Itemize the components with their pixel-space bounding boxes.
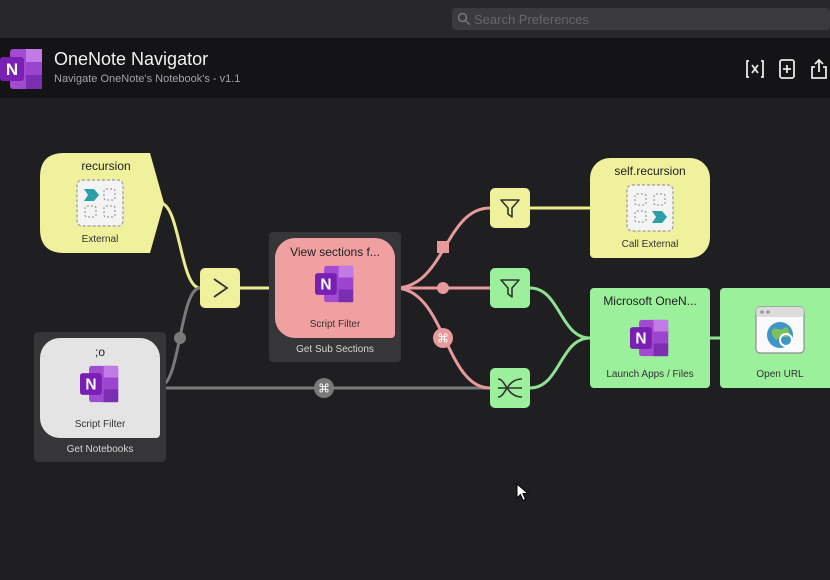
wire-recursion-to-arg bbox=[159, 201, 201, 290]
arg-vars-utility[interactable] bbox=[200, 268, 240, 308]
self-recursion-call-external[interactable]: self.recursion Call External bbox=[590, 158, 710, 258]
filter-icon bbox=[500, 199, 520, 218]
script-filter-body: ;o N Script Filter bbox=[40, 338, 160, 438]
script-filter-body: View sections f... N Script Filter bbox=[275, 238, 395, 338]
onenote-icon: N bbox=[630, 319, 669, 357]
get-sub-sections-script-filter[interactable]: View sections f... N Script Filter Get S… bbox=[269, 232, 401, 362]
svg-text:N: N bbox=[6, 60, 18, 79]
svg-text:N: N bbox=[635, 330, 646, 347]
node-type: External bbox=[81, 234, 119, 245]
search-box[interactable] bbox=[452, 8, 830, 30]
workflow-subtitle: Navigate OneNote's Notebook's - v1.1 bbox=[54, 73, 241, 85]
connector-square-red bbox=[437, 241, 449, 253]
onenote-icon: N bbox=[0, 49, 42, 89]
wire-filter-middle-to-launch bbox=[529, 286, 591, 340]
node-title: self.recursion bbox=[614, 164, 686, 178]
onenote-icon: N bbox=[80, 365, 119, 403]
node-label: Get Sub Sections bbox=[296, 344, 374, 355]
node-type: Launch Apps / Files bbox=[606, 369, 694, 380]
variables-icon[interactable] bbox=[744, 58, 766, 80]
workflow-title: OneNote Navigator bbox=[54, 49, 209, 69]
node-title: Microsoft OneN... bbox=[603, 294, 697, 308]
filter-utility-top[interactable] bbox=[490, 188, 530, 228]
onenote-icon: N bbox=[315, 265, 354, 303]
filter-icon bbox=[500, 279, 520, 298]
node-label: Get Notebooks bbox=[66, 444, 134, 455]
connector-dot-red bbox=[437, 282, 449, 294]
connection-wires: ⌘ ⌘ bbox=[159, 201, 720, 398]
node-type: Script Filter bbox=[74, 419, 126, 430]
node-type: Call External bbox=[621, 239, 679, 250]
external-trigger-icon bbox=[76, 179, 124, 227]
connector-cmd-gray-label: ⌘ bbox=[318, 382, 330, 396]
chevron-right-icon bbox=[213, 278, 229, 298]
top-bar bbox=[0, 0, 830, 39]
wire-junction-to-launch bbox=[529, 336, 591, 390]
connector-dot-gray bbox=[174, 332, 186, 344]
open-url-action[interactable]: Open URL bbox=[720, 288, 830, 388]
get-notebooks-script-filter[interactable]: ;o N Script Filter Get Notebooks bbox=[34, 332, 166, 462]
connector-cmd-gray bbox=[314, 378, 334, 398]
workflow-header: N OneNote Navigator Navigate OneNote's N… bbox=[0, 39, 830, 98]
search-input[interactable] bbox=[474, 8, 814, 30]
node-type: Script Filter bbox=[309, 319, 361, 330]
open-url-icon bbox=[755, 306, 805, 354]
node-title: View sections f... bbox=[290, 245, 380, 259]
junction-icon bbox=[497, 378, 523, 398]
node-title: ;o bbox=[94, 345, 105, 359]
call-external-icon bbox=[626, 184, 674, 232]
junction-utility[interactable] bbox=[490, 368, 530, 408]
connector-cmd-red-label: ⌘ bbox=[437, 332, 449, 346]
node-type: Open URL bbox=[756, 369, 804, 380]
connector-cmd-red bbox=[433, 328, 453, 348]
share-export-icon[interactable] bbox=[808, 58, 830, 80]
recursion-external-trigger[interactable]: recursion External bbox=[40, 153, 164, 253]
mouse-cursor-icon bbox=[516, 483, 530, 502]
workflow-canvas[interactable]: ⌘ ⌘ recursion External ;o bbox=[0, 98, 830, 580]
launch-onenote-action[interactable]: Microsoft OneN... N Launch Apps / Files bbox=[590, 288, 710, 388]
svg-text:N: N bbox=[85, 376, 96, 393]
node-title: recursion bbox=[81, 159, 131, 173]
search-icon bbox=[457, 12, 471, 26]
add-object-icon[interactable] bbox=[776, 58, 798, 80]
filter-utility-middle[interactable] bbox=[490, 268, 530, 308]
svg-text:N: N bbox=[320, 276, 331, 293]
